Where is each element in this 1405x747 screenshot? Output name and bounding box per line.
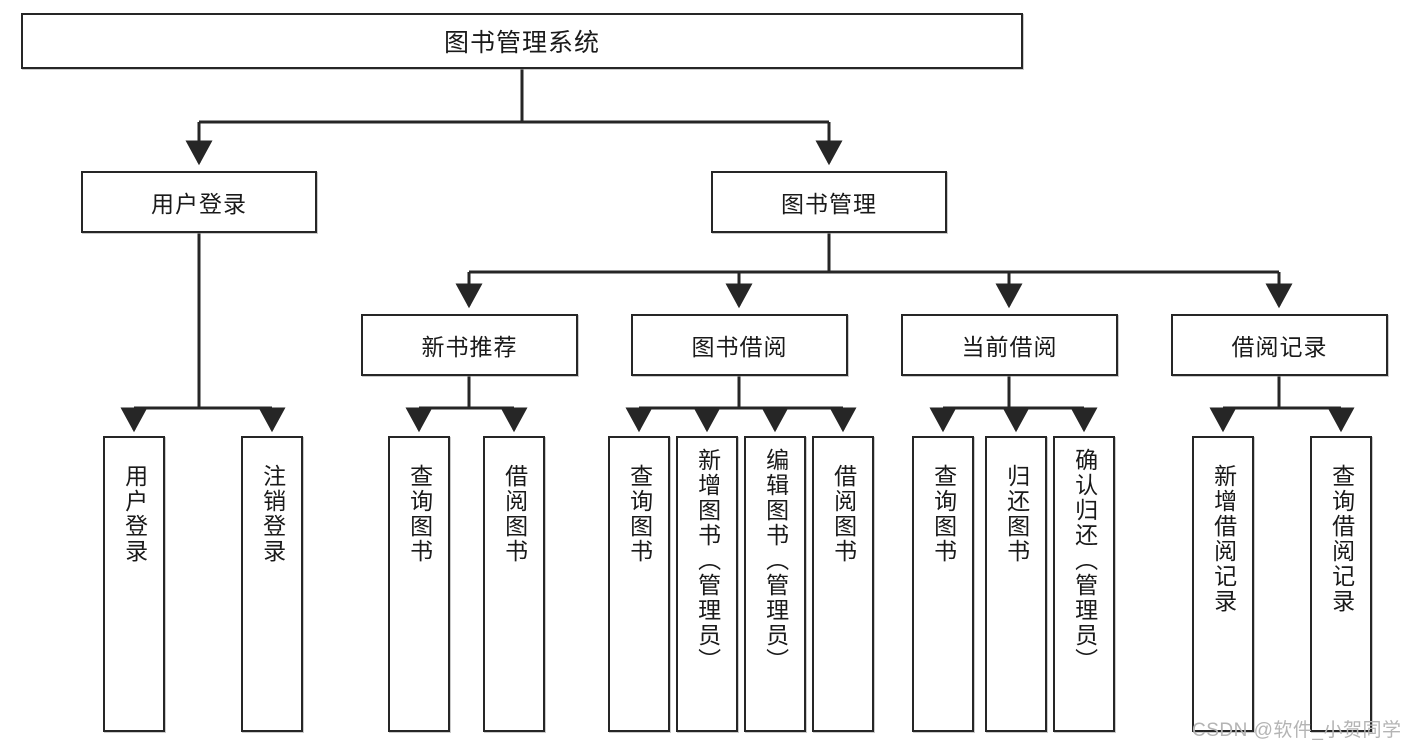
node-current-borrow-label: 当前借阅 [961, 334, 1058, 360]
node-leaf-query-book-2[interactable]: 查询图书 [608, 436, 670, 732]
node-leaf-edit-book-label: 编辑图书（管理员） [762, 448, 789, 673]
node-leaf-add-book-label: 新增图书（管理员） [694, 448, 721, 673]
node-leaf-query-book-3[interactable]: 查询图书 [912, 436, 974, 732]
node-leaf-query-record[interactable]: 查询借阅记录 [1310, 436, 1372, 732]
node-leaf-logout-login[interactable]: 注销登录 [241, 436, 303, 732]
node-new-book-recommend-label: 新书推荐 [421, 334, 518, 360]
node-root-label: 图书管理系统 [443, 29, 600, 57]
node-leaf-query-book-1[interactable]: 查询图书 [388, 436, 450, 732]
node-leaf-confirm-return-label: 确认归还（管理员） [1071, 448, 1098, 673]
node-root[interactable]: 图书管理系统 [21, 13, 1023, 69]
node-user-login[interactable]: 用户登录 [81, 171, 317, 233]
node-leaf-add-record-label: 新增借阅记录 [1210, 464, 1237, 614]
node-leaf-user-login[interactable]: 用户登录 [103, 436, 165, 732]
node-leaf-borrow-book-1[interactable]: 借阅图书 [483, 436, 545, 732]
node-borrow-record-label: 借阅记录 [1231, 334, 1328, 360]
node-leaf-confirm-return[interactable]: 确认归还（管理员） [1053, 436, 1115, 732]
node-leaf-query-book-2-label: 查询图书 [626, 464, 653, 564]
node-leaf-user-login-label: 用户登录 [121, 464, 148, 564]
node-borrow-record[interactable]: 借阅记录 [1171, 314, 1388, 376]
node-leaf-logout-login-label: 注销登录 [259, 464, 286, 564]
node-leaf-query-book-1-label: 查询图书 [406, 464, 433, 564]
node-leaf-borrow-book-2[interactable]: 借阅图书 [812, 436, 874, 732]
node-leaf-add-book[interactable]: 新增图书（管理员） [676, 436, 738, 732]
node-leaf-borrow-book-1-label: 借阅图书 [501, 464, 528, 564]
node-book-borrow-label: 图书借阅 [691, 334, 788, 360]
node-leaf-edit-book[interactable]: 编辑图书（管理员） [744, 436, 806, 732]
node-leaf-return-book[interactable]: 归还图书 [985, 436, 1047, 732]
node-current-borrow[interactable]: 当前借阅 [901, 314, 1118, 376]
watermark: CSDN @软件_小贺同学 [1192, 720, 1402, 741]
node-new-book-recommend[interactable]: 新书推荐 [361, 314, 578, 376]
node-leaf-borrow-book-2-label: 借阅图书 [830, 464, 857, 564]
node-leaf-query-record-label: 查询借阅记录 [1328, 464, 1355, 614]
node-book-borrow[interactable]: 图书借阅 [631, 314, 848, 376]
node-book-manage-label: 图书管理 [781, 191, 877, 217]
node-leaf-return-book-label: 归还图书 [1003, 464, 1030, 564]
node-leaf-query-book-3-label: 查询图书 [930, 464, 957, 564]
node-book-manage[interactable]: 图书管理 [711, 171, 947, 233]
node-leaf-add-record[interactable]: 新增借阅记录 [1192, 436, 1254, 732]
node-user-login-label: 用户登录 [151, 191, 247, 217]
